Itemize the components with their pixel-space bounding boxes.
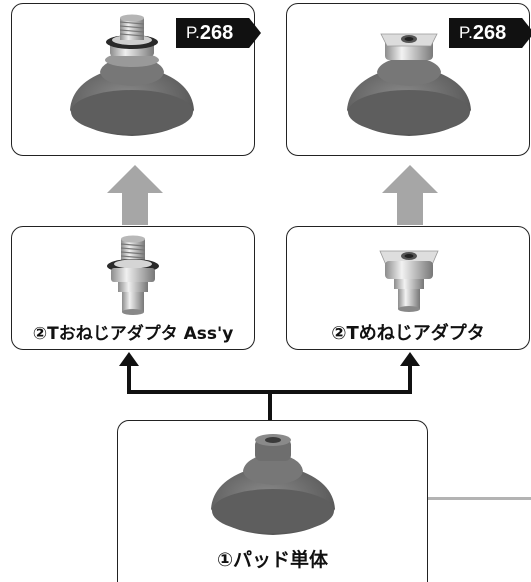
page-number: 268 [472, 21, 507, 44]
pad-only-image [211, 434, 335, 535]
pad-with-female-adapter-image [347, 33, 471, 136]
page-reference-badge[interactable]: P.268 [449, 18, 531, 48]
male-adapter-image [107, 235, 159, 315]
page-prefix: P. [186, 23, 200, 42]
page-prefix: P. [459, 23, 473, 42]
pad-continuation-line [428, 497, 531, 500]
left-gray-up-arrow [107, 165, 163, 225]
top-left-assembly-box: P.268 [11, 3, 261, 156]
adapter-selection-connector [119, 352, 420, 420]
male-adapter-assy-box: ②Tおねじアダプタ Ass'y [11, 226, 255, 350]
male-adapter-assy-label: ②Tおねじアダプタ Ass'y [32, 324, 234, 344]
page-number: 268 [199, 21, 234, 44]
page-reference-badge[interactable]: P.268 [176, 18, 261, 48]
top-right-assembly-box: P.268 [286, 3, 531, 156]
female-adapter-image [379, 250, 439, 312]
female-adapter-box: ②Tめねじアダプタ [286, 226, 530, 350]
pad-only-box: ①パッド単体 [117, 420, 428, 582]
female-adapter-label: ②Tめねじアダプタ [331, 323, 485, 344]
pad-only-label: ①パッド単体 [216, 549, 329, 571]
pad-with-male-adapter-image [70, 14, 194, 136]
right-gray-up-arrow [382, 165, 438, 225]
